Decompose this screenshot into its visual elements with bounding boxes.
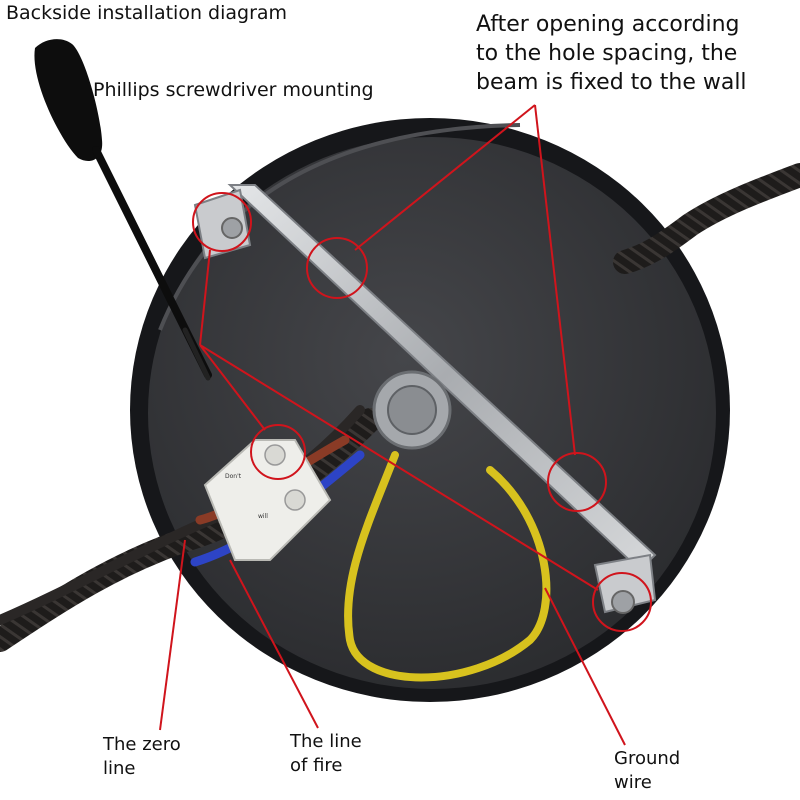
terminal-text-dont: Don't [225, 473, 242, 480]
fire-line-label-line-1: The line [290, 731, 362, 752]
highlight-top-screw [192, 192, 252, 252]
highlight-bracket-lower [547, 452, 607, 512]
center-nut [372, 370, 452, 450]
ground-wire-label-line-1: Ground [614, 748, 681, 769]
highlight-terminal-screw [250, 424, 306, 480]
highlight-bracket-upper [306, 237, 368, 299]
ground-wire-label: Ground wire [614, 747, 680, 795]
annotation-circles [192, 192, 652, 632]
beam-label: After opening according to the hole spac… [476, 10, 747, 97]
fire-line-label-line-2: of fire [290, 755, 343, 776]
highlight-bottom-screw [592, 572, 652, 632]
screwdriver-icon [34, 39, 212, 381]
beam-label-line-1: After opening according [476, 12, 740, 37]
zero-line-label-line-2: line [103, 758, 136, 779]
beam-label-line-2: to the hole spacing, the [476, 41, 738, 66]
zero-line-label-line-1: The zero [103, 734, 181, 755]
fire-line-label: The line of fire [290, 730, 362, 778]
screwdriver-label: Phillips screwdriver mounting [93, 79, 374, 101]
ground-wire-label-line-2: wire [614, 772, 652, 793]
beam-label-line-3: beam is fixed to the wall [476, 70, 747, 95]
zero-line-label: The zero line [103, 733, 181, 781]
leader-lines [159, 104, 626, 746]
diagram-title: Backside installation diagram [6, 2, 288, 24]
terminal-text-will: will [258, 513, 268, 520]
